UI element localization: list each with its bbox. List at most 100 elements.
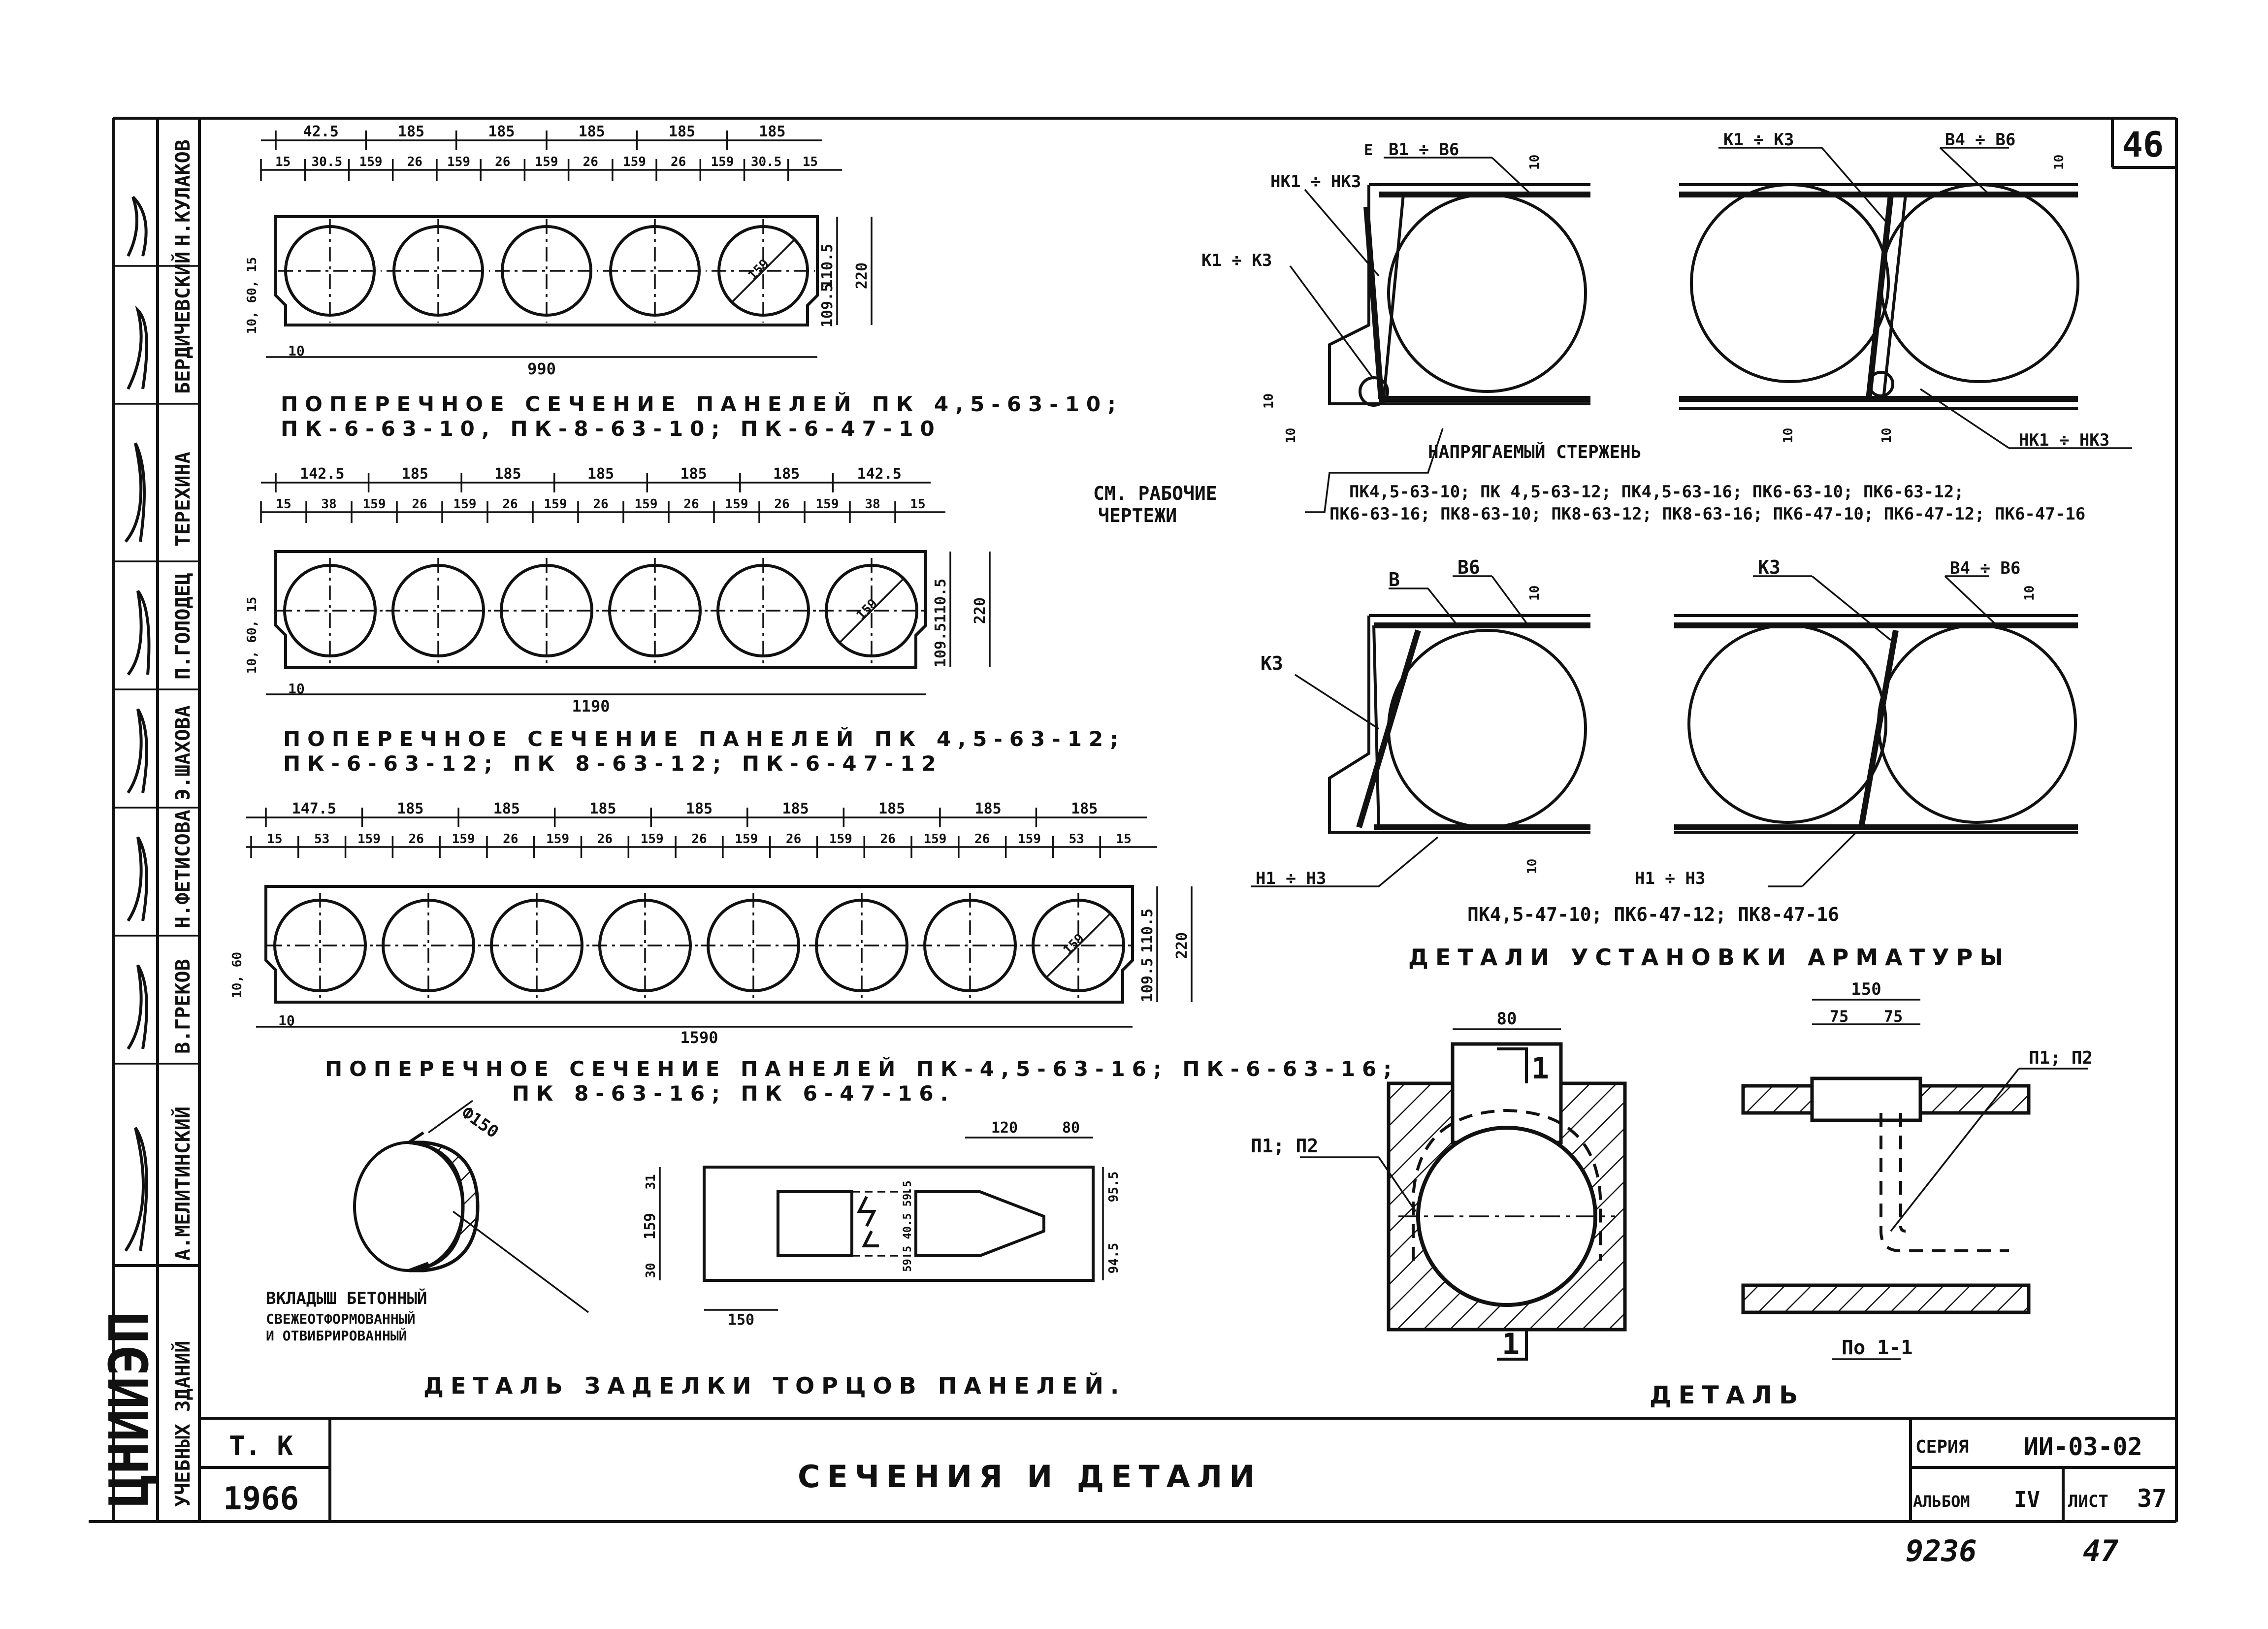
rebar-label: К1 ÷ К3 [1201,251,1272,270]
height-sub2: 109.5 [932,623,949,667]
concrete-insert: Ф150 ВКЛАДЫШ БЕТОННЫЙ СВЕЖЕОТФОРМОВАННЫЙ… [266,1100,589,1344]
dim: 10 [1527,155,1542,170]
dim: 10 [1879,428,1894,443]
dim: 150 [728,1311,754,1329]
section-caption: ПОПЕРЕЧНОЕ СЕЧЕНИЕ ПАНЕЛЕЙ ПК 4,5-63-12; [283,726,1125,751]
insert-label: И ОТВИБРИРОВАННЫЙ [266,1327,407,1344]
dim: 75 [1830,1007,1849,1026]
sub-dim: 26 [974,832,990,847]
height-sub: 110.5 [1139,909,1156,953]
section-caption: ПОПЕРЕЧНОЕ СЕЧЕНИЕ ПАНЕЛЕЙ ПК 4,5-63-10; [281,391,1123,416]
sub-dim: 159 [359,155,383,169]
left-dims: 10, 60 [230,952,245,998]
top-dim: 185 [587,465,614,483]
top-dim: 147.5 [292,800,336,817]
insert-diameter: Ф150 [458,1103,502,1142]
dim: 75 [1884,1007,1903,1026]
sub-dim: 15 [275,155,291,169]
rebar-label: Е [1364,142,1373,159]
rebar-label: К3 [1758,556,1781,578]
sub-dim: 26 [671,155,686,169]
sub-dim: 15 [910,497,925,512]
height-sub2: 109.5 [819,283,836,327]
sub-dim: 159 [1018,832,1041,847]
dim: 10 [2022,586,2037,601]
sub-dim: 38 [865,497,880,512]
rebar-label: В4 ÷ В6 [1945,130,2015,150]
section-caption: ПК-6-63-12; ПК 8-63-12; ПК-6-47-12 [283,751,943,776]
dim: 80 [1062,1119,1080,1137]
section-caption: ПК-6-63-10, ПК-8-63-10; ПК-6-47-10 [281,417,941,441]
year: 1966 [223,1481,299,1517]
sub-dim: 26 [786,832,801,847]
height-sub: 110.5 [932,579,949,623]
rebar-label: В4 ÷ В6 [1950,558,2020,578]
staff-name: Н.ФЕТИСОВА [172,810,194,928]
top-dim: 185 [398,123,424,140]
rebar-detail-top-right: К1 ÷ К3 В4 ÷ В6 НК1 ÷ НК3 10 10 10 [1679,130,2132,450]
section-caption: ПОПЕРЕЧНОЕ СЕЧЕНИЕ ПАНЕЛЕЙ ПК-4,5-63-16;… [325,1056,1398,1081]
dim: 80 [1497,1009,1517,1029]
sub-dim: 26 [407,155,422,169]
rebar-label: К1 ÷ К3 [1723,130,1794,150]
dim: 10 [1781,428,1796,443]
part-label: П1; П2 [1251,1135,1318,1157]
sub-dim: 26 [502,497,518,512]
insert-label: СВЕЖЕОТФОРМОВАННЫЙ [266,1310,415,1327]
top-dim: 185 [1071,800,1098,817]
signature [127,964,148,1050]
sub-dim: 15 [1116,832,1131,847]
panel-outline [274,550,927,669]
top-dim: 185 [878,800,905,817]
sub-dim: 26 [880,832,896,847]
sheet-number: 46 [2122,125,2164,165]
sub-dim: 26 [409,832,424,847]
rebar-label: В6 [1458,556,1480,578]
sub-dim: 159 [454,497,477,512]
album: IV [2014,1487,2040,1512]
top-dim: 185 [773,465,800,483]
dim: 10 [1525,859,1540,874]
height: 220 [853,262,871,289]
top-dim: 185 [686,800,713,817]
panel-outline [274,215,819,326]
sub-dim: 26 [597,832,613,847]
dim: 59.5 40.5 59.5 [902,1180,914,1271]
detail-caption: ДЕТАЛЬ ЗАДЕЛКИ ТОРЦОВ ПАНЕЛЕЙ. [423,1372,1126,1399]
left-dims: 10, 60, 15 [245,597,259,674]
sub-dim: 159 [829,832,852,847]
staff-name: БЕРДИЧЕВСКИЙ [171,252,194,394]
top-dim: 185 [975,800,1002,817]
title-block: Т. К 1966 СЕЧЕНИЯ И ДЕТАЛИ СЕРИЯ ИИ-03-0… [199,1417,2176,1522]
part-label: П1; П2 [2029,1048,2093,1068]
archive-code: 9236 [1906,1534,1977,1568]
top-dim: 185 [402,465,428,483]
signature [124,1127,148,1252]
sub-dim: 159 [923,832,946,847]
signature [127,708,148,794]
top-dim: 185 [589,800,616,817]
rebar-detail-mid-left: В В6 К3 Н1 ÷ Н3 10 10 [1251,556,1590,888]
top-dim: 185 [494,465,521,483]
sheet: 37 [2137,1484,2167,1513]
signature [127,590,151,676]
rebar-label: В1 ÷ В6 [1389,140,1459,160]
panel-list: ПК4,5-63-10; ПК 4,5-63-12; ПК4,5-63-16; … [1349,482,1964,502]
sub-dim: 26 [583,155,598,169]
detail-plan: 80 1 1 П1; П2 [1251,1009,1627,1362]
sub-dim: 159 [357,832,381,847]
sheet-label: ЛИСТ [2068,1492,2108,1511]
sub-dim: 159 [447,155,470,169]
dim: 159 [642,1213,659,1239]
sub-dim: 30.5 [312,155,343,169]
height-sub2: 109.5 [1139,958,1156,1002]
height: 220 [972,597,989,624]
height-sub: 110.5 [819,244,836,288]
panel-list: ПК4,5-47-10; ПК6-47-12; ПК8-47-16 [1467,904,1839,925]
org-name: ЦНИИЭП [97,1311,161,1507]
drawing-title: СЕЧЕНИЯ И ДЕТАЛИ [798,1459,1262,1495]
dim: 31 [644,1174,658,1189]
rebar-label: НК1 ÷ НК3 [2019,430,2109,450]
dim: 94.5 [1106,1243,1121,1274]
